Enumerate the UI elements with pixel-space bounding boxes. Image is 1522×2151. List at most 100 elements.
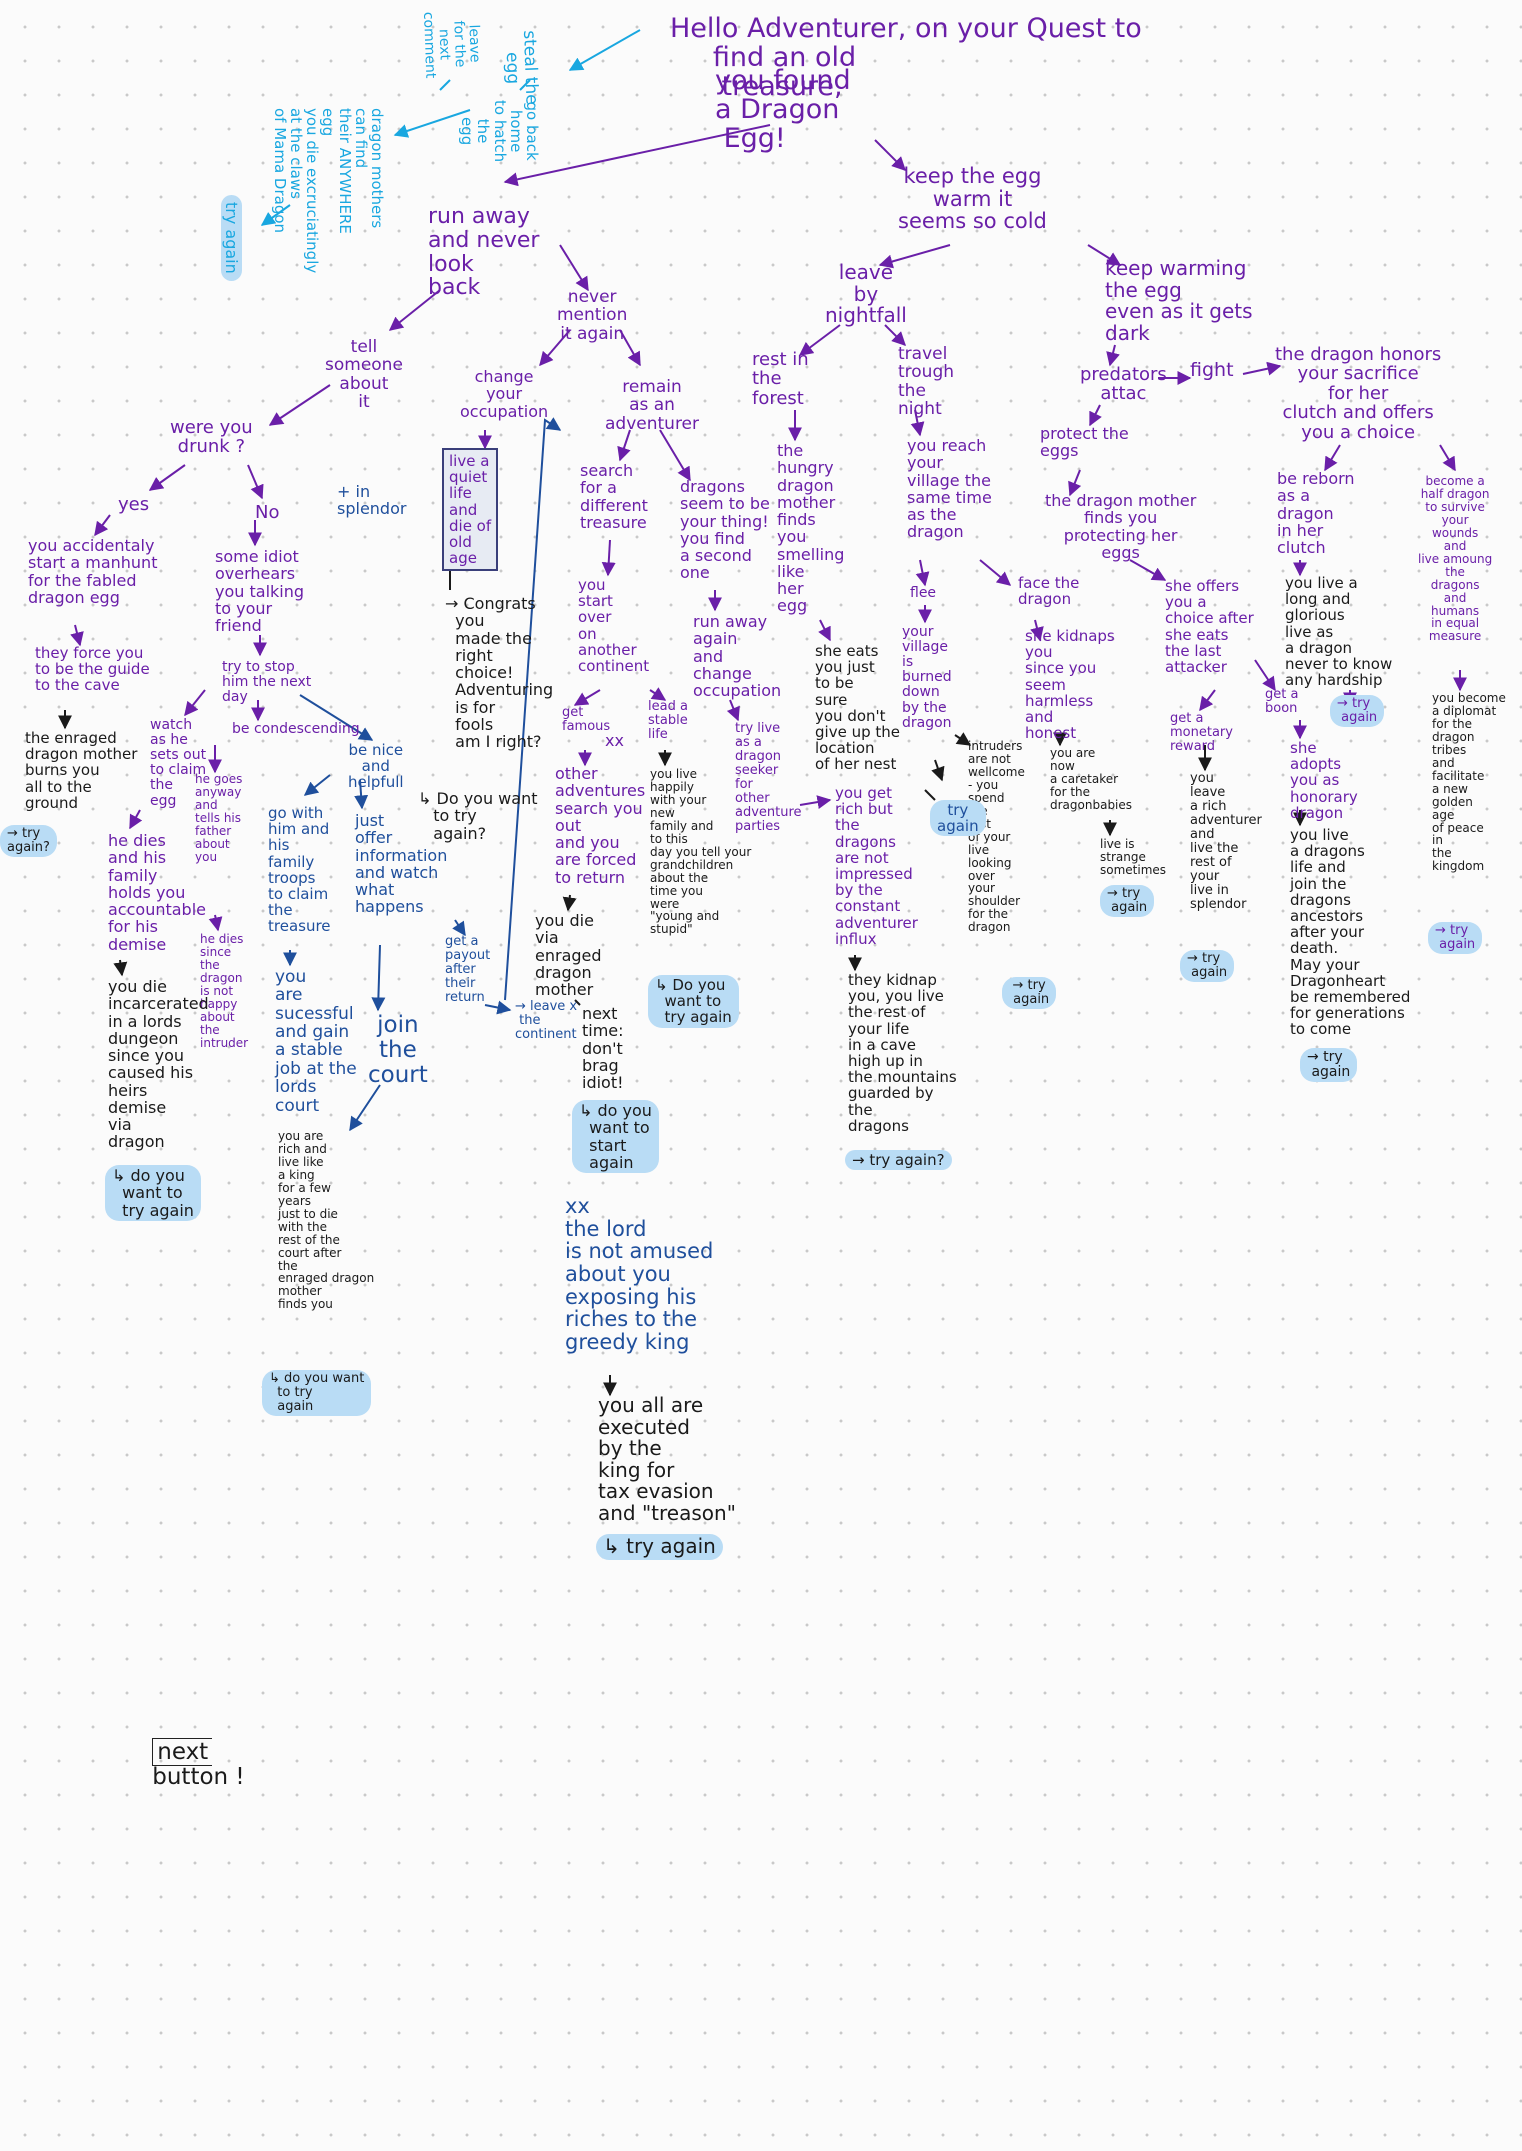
- node-be-condescending: be condescending: [232, 721, 360, 737]
- arrow-trystop-watch: [184, 689, 206, 717]
- node-change-occupation: change your occupation: [460, 367, 549, 421]
- node-get-famous: get famous: [562, 705, 611, 735]
- node-just-offer: just offer information and watch what ha…: [355, 811, 448, 917]
- try-again-boon[interactable]: → try again: [1330, 695, 1385, 728]
- node-do-you-want-stable[interactable]: ↳ Do you want to try again: [648, 975, 739, 1028]
- arrow-warming-predators: [1106, 344, 1120, 367]
- arrow-reach-face: [979, 559, 1012, 586]
- node-were-you-drunk: were you drunk ?: [170, 417, 253, 458]
- node-cyan-try-again[interactable]: try again: [220, 195, 242, 281]
- node-go-back-home: go back home to hatch the egg: [458, 100, 541, 163]
- try-again-diplomat[interactable]: → try again: [1428, 922, 1483, 955]
- node-do-you-want-congrats[interactable]: ↳ Do you want to try again?: [418, 789, 538, 843]
- node-force-guide: they force you to be the guide to the ca…: [35, 644, 150, 695]
- arrow-burned-tryagain: [931, 759, 945, 782]
- node-watch-claim: watch as he sets out to claim the egg: [150, 717, 207, 809]
- node-run-away: run away and never look back: [428, 204, 540, 301]
- node-intruders: intruders are not wellcome - you spend t…: [968, 739, 1025, 935]
- node-village-burned: your village is burned down by the drago…: [902, 624, 952, 731]
- node-idiot-overhears: some idiot overhears you talking to your…: [215, 547, 305, 636]
- node-flee: flee: [910, 585, 937, 601]
- node-diplomat: you become a diplomat for the dragon tri…: [1432, 691, 1506, 874]
- arrow-runagain-seeker: [726, 699, 740, 722]
- node-do-you-want-next[interactable]: ↳ do you want to start again: [572, 1100, 659, 1174]
- try-again-executed[interactable]: ↳ try again: [596, 1534, 723, 1560]
- node-she-kidnaps: she kidnaps you since you seem harmless …: [1025, 627, 1115, 743]
- node-do-you-want-incarcerated[interactable]: ↳ do you want to try again: [105, 1165, 201, 1221]
- node-they-kidnap: they kidnap you, you live the rest of yo…: [848, 971, 957, 1135]
- node-next-time: next time: don't brag idiot!: [582, 1004, 624, 1093]
- next-button[interactable]: next button !: [123, 1715, 245, 1814]
- try-again-caretaker[interactable]: → try again: [1002, 977, 1057, 1010]
- arrow-mother-offers: [1129, 559, 1167, 581]
- try-again-left[interactable]: → try again?: [0, 825, 57, 858]
- node-try-stop: try to stop him the next day: [222, 659, 312, 706]
- node-keep-egg: keep the egg warm it seems so cold: [898, 164, 1047, 234]
- node-he-dies-since: he dies since the dragon is not happy ab…: [200, 932, 249, 1050]
- arrow-nightfall-travel: [884, 324, 906, 346]
- node-incarcerated: you die incarcerated in a lords dungeon …: [108, 977, 209, 1152]
- node-half-dragon: become a half dragon to survive your wou…: [1418, 474, 1493, 644]
- node-found-egg: you found a Dragon Egg!: [715, 65, 851, 155]
- node-leave-next-comment: leave for the next comment: [419, 11, 483, 79]
- arrow-honors-half: [1439, 444, 1456, 472]
- node-executed: you all are executed by the king for tax…: [598, 1393, 736, 1525]
- try-again-dragonslife[interactable]: → try again: [1300, 1048, 1358, 1083]
- node-dragon-mothers: dragon mothers can find their ANYWHERE e…: [270, 108, 386, 274]
- try-again-intruders[interactable]: try again: [930, 800, 986, 837]
- node-adopts: she adopts you as honorary dragon: [1290, 739, 1358, 822]
- arrow-yes-manhunt: [94, 514, 111, 537]
- arrow-others-die: [562, 894, 577, 912]
- node-congrats: → Congrats you made the right choice! Ad…: [445, 594, 554, 752]
- arrow-drunk-no: [247, 464, 264, 500]
- node-reach-village: you reach your village the same time as …: [907, 436, 992, 542]
- node-yes: yes: [118, 494, 150, 515]
- arrow-runaway-never: [559, 244, 589, 292]
- node-life-strange: live is strange sometimes: [1100, 837, 1167, 877]
- node-he-goes-anyway: he goes anyway and tells his father abou…: [195, 772, 243, 864]
- node-stable-life: lead a stable life: [648, 699, 688, 743]
- node-enraged-burns: the enraged dragon mother burns you all …: [25, 729, 138, 812]
- node-remain-adventurer: remain as an adventurer: [605, 377, 700, 434]
- node-protect-eggs: protect the eggs: [1040, 424, 1129, 461]
- arrow-search-startover: [601, 539, 616, 577]
- node-leave-continent: → leave x the continent: [515, 999, 578, 1043]
- arrow-hungry-sheeats: [818, 619, 831, 642]
- node-xx-marker: xx: [605, 731, 624, 750]
- node-predators: predators attac: [1080, 364, 1167, 405]
- arrow-dies-incarcerated: [113, 959, 128, 977]
- node-search-different: search for a different treasure: [580, 461, 648, 532]
- node-steal-egg: steal the egg: [501, 29, 542, 106]
- node-go-with-him: go with him and his family troops to cla…: [268, 804, 331, 936]
- node-be-nice: be nice and helpfull: [348, 741, 404, 792]
- node-rich-king: you are rich and live like a king for a …: [278, 1129, 375, 1312]
- node-caretaker: you are now a caretaker for the dragonba…: [1050, 746, 1133, 812]
- node-monetary-reward: get a monetary reward: [1170, 711, 1233, 755]
- try-again-kidnap[interactable]: → try again?: [845, 1150, 952, 1171]
- arrow-offers-boon: [1254, 659, 1276, 692]
- node-long-life: you live a long and glorious live as a d…: [1285, 574, 1393, 690]
- try-again-strange[interactable]: → try again: [1100, 885, 1155, 918]
- node-she-offers: she offers you a choice after she eats t…: [1165, 577, 1254, 676]
- node-live-happily: you live happily with your new family an…: [650, 767, 752, 937]
- node-leave-nightfall: leave by nightfall: [825, 260, 907, 328]
- arrow-predators-protect: [1089, 404, 1102, 427]
- node-he-dies: he dies and his family holds you account…: [108, 831, 206, 954]
- node-rest-forest: rest in the forest: [752, 349, 809, 409]
- try-again-splendor[interactable]: → try again: [1180, 950, 1235, 983]
- node-do-you-want-rich[interactable]: ↳ do you want to try again: [262, 1370, 372, 1417]
- node-mother-finds: the dragon mother finds you protecting h…: [1045, 491, 1197, 562]
- node-get-rich: you get rich but the dragons are not imp…: [835, 784, 918, 948]
- node-payout: get a payout after their return: [445, 934, 491, 1006]
- arrow-offers-monetary: [1199, 689, 1216, 712]
- next-button-label: next: [152, 1737, 213, 1766]
- arrow-remain-dragons: [659, 429, 691, 482]
- arrow-payout-leave: [484, 1000, 512, 1015]
- node-in-splendor: + in splendor: [337, 482, 407, 519]
- node-start-over: you start over on another continent: [578, 576, 650, 675]
- arrow-steal-leave: [439, 79, 451, 91]
- node-intro: Hello Adventurer, on your Quest to find …: [670, 13, 1142, 103]
- arrow-nice-gowith: [303, 774, 331, 796]
- node-you-die-mother: you die via enraged dragon mother: [535, 911, 602, 1000]
